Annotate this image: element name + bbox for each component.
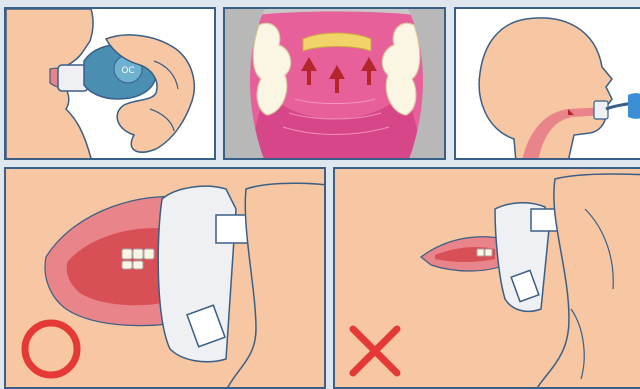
panel-mouth-cross-section <box>223 7 446 160</box>
panel-correct-technique <box>4 167 326 389</box>
inhaler-use-illustration: OC <box>6 9 216 160</box>
hand-right-wrong <box>535 174 640 389</box>
incorrect-technique-illustration <box>335 169 640 389</box>
teeth-small <box>477 249 492 256</box>
correct-circle-icon <box>25 323 77 375</box>
hand-right <box>226 183 326 389</box>
tube-bulb <box>628 93 640 119</box>
profile-mouthpiece <box>594 101 608 119</box>
wrong-cross-icon <box>353 329 397 373</box>
panel-head-profile <box>454 7 640 160</box>
head <box>479 18 612 160</box>
inhaler-badge-text: OC <box>121 66 134 76</box>
mouth-cross-section-illustration <box>225 9 446 160</box>
head-profile-illustration <box>456 9 640 160</box>
correct-technique-illustration <box>6 169 326 389</box>
panel-inhaler-use: OC <box>4 7 216 160</box>
panel-incorrect-technique <box>333 167 640 389</box>
